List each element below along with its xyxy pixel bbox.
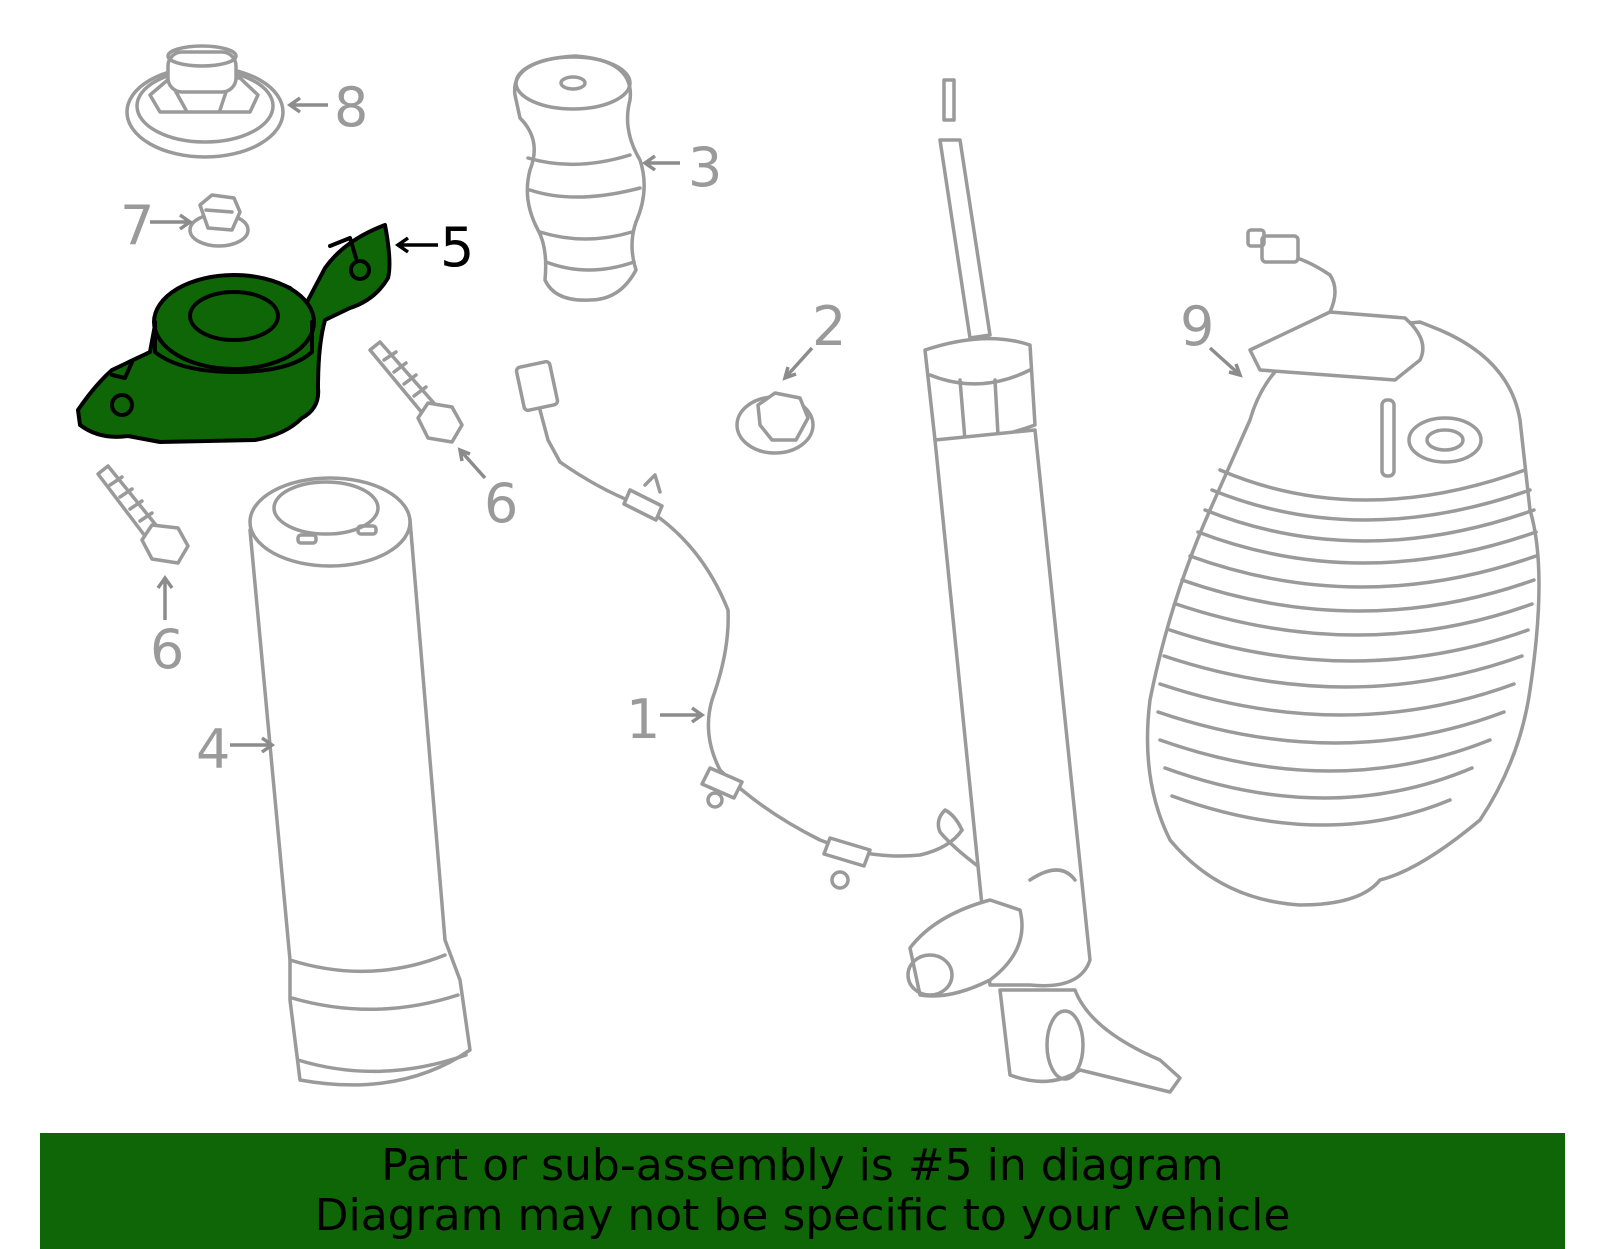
callout-8: 8 xyxy=(334,76,368,139)
part-6-bolt-upper[interactable] xyxy=(368,340,464,444)
part-2-nut[interactable] xyxy=(735,391,815,455)
part-4-dust-boot[interactable] xyxy=(248,476,472,1087)
callout-1: 1 xyxy=(626,688,660,751)
callout-5: 5 xyxy=(440,216,474,279)
banner-line-2: Diagram may not be specific to your vehi… xyxy=(314,1190,1291,1241)
part-8-mount-cap[interactable] xyxy=(125,44,285,159)
part-9-air-spring[interactable] xyxy=(1145,228,1541,907)
callout-4: 4 xyxy=(196,718,230,781)
leader-arrows xyxy=(150,96,1243,754)
callout-2: 2 xyxy=(812,295,846,358)
shock-strut[interactable] xyxy=(906,78,1182,1094)
callout-3: 3 xyxy=(688,136,722,199)
part-1-sensor-harness[interactable] xyxy=(514,359,992,890)
callout-9: 9 xyxy=(1180,295,1214,358)
callout-6-upper: 6 xyxy=(484,472,518,535)
part-5-bracket-highlighted[interactable] xyxy=(76,223,392,444)
info-banner: Part or sub-assembly is #5 in diagram Di… xyxy=(40,1133,1565,1249)
part-6-bolt-lower[interactable] xyxy=(96,464,190,565)
part-7-nut[interactable] xyxy=(188,193,250,248)
callout-7: 7 xyxy=(120,194,154,257)
banner-line-1: Part or sub-assembly is #5 in diagram xyxy=(381,1140,1224,1191)
callout-6-lower: 6 xyxy=(150,618,184,681)
part-3-bump-stop[interactable] xyxy=(512,54,646,302)
